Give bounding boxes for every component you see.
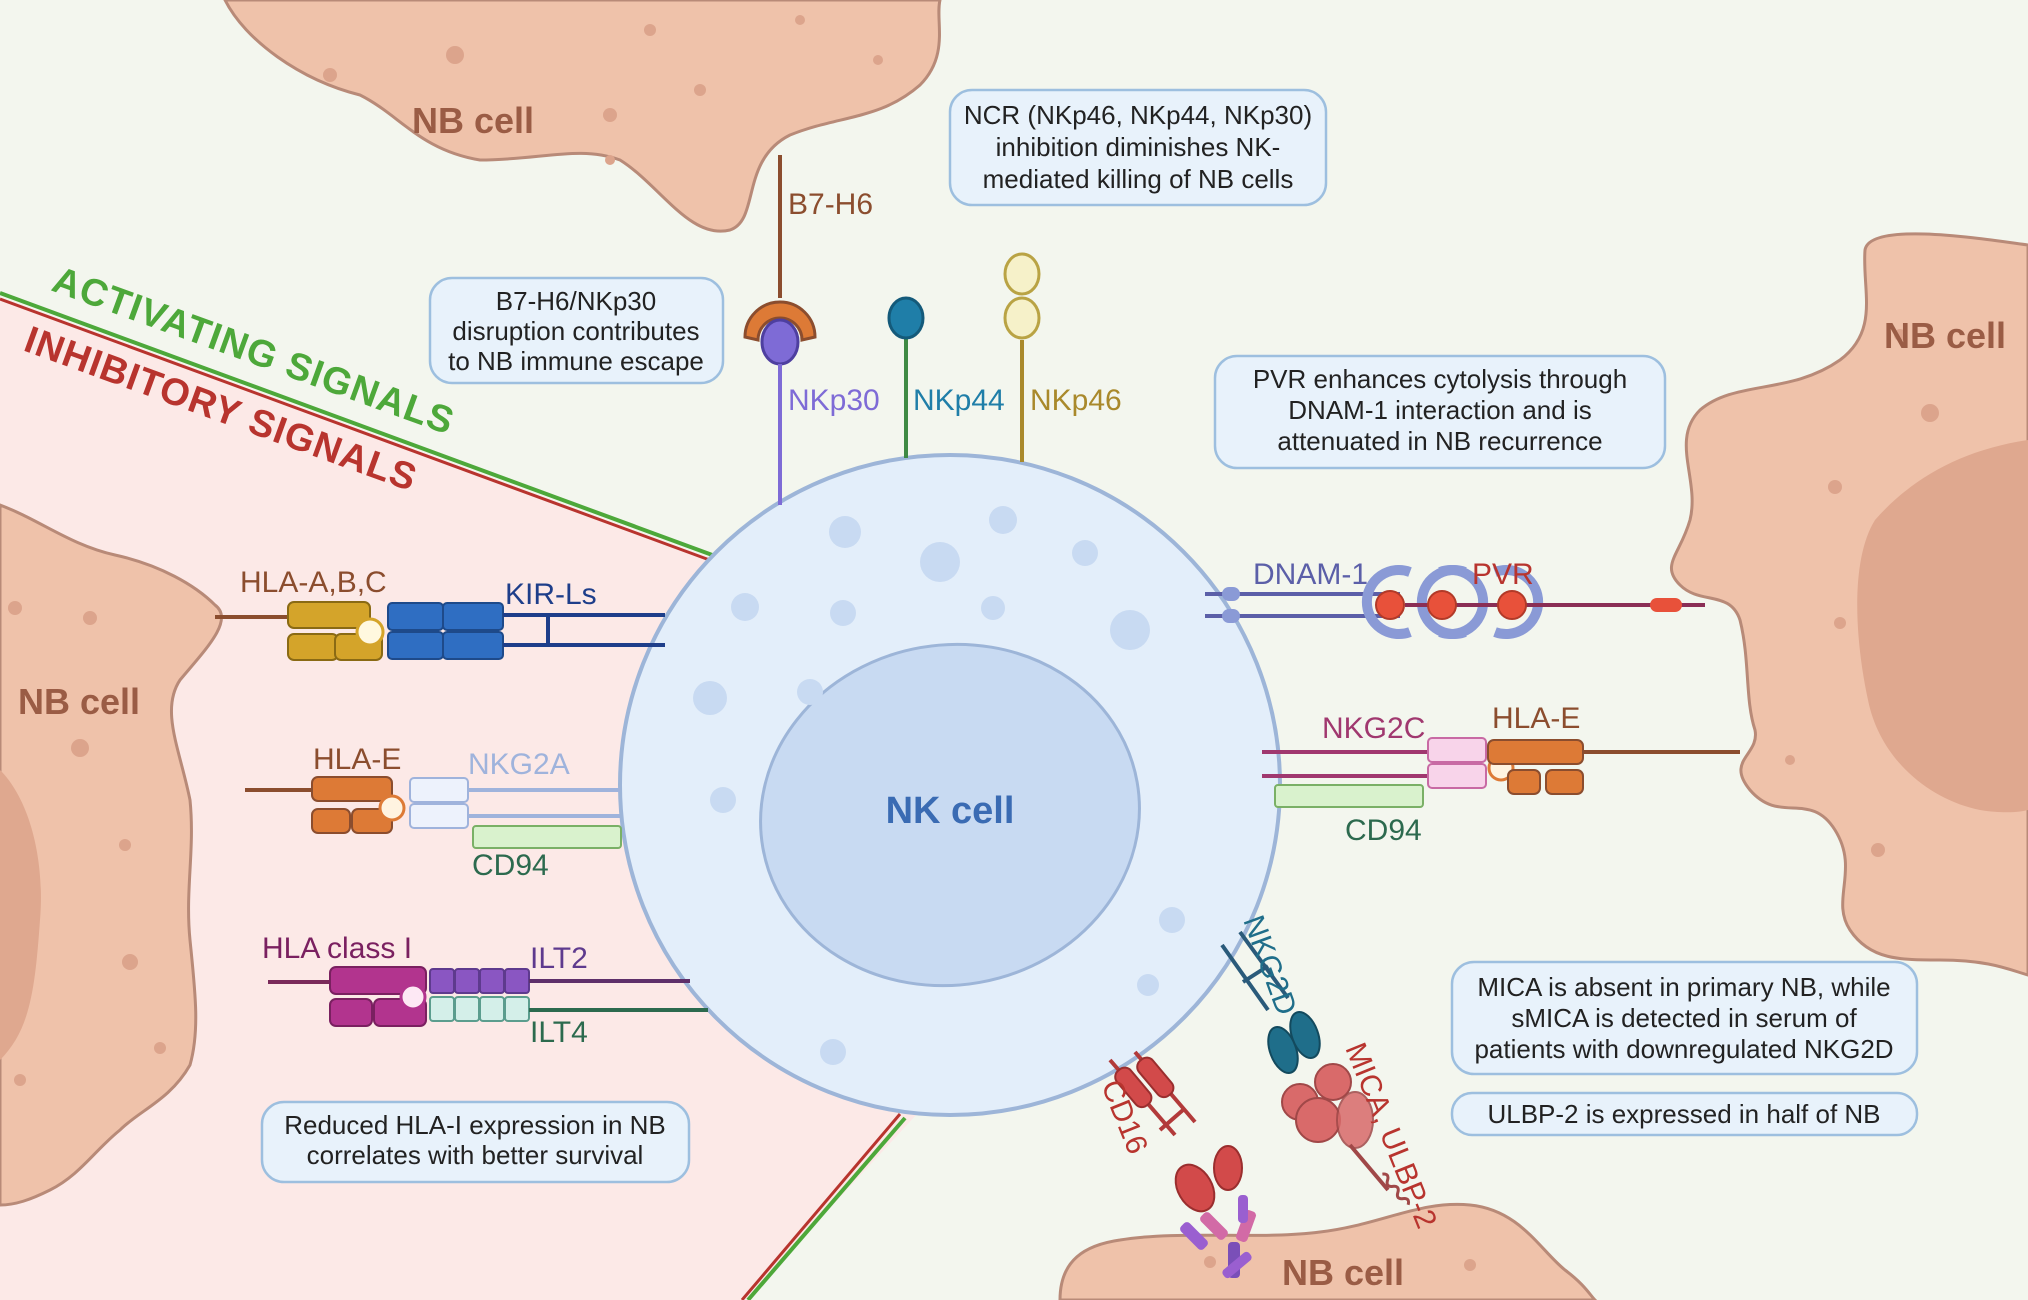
ulbp-note-line-1: ULBP-2 is expressed in half of NB [1487,1099,1880,1129]
hla-class-i-ilt-pair: HLA class I ILT2 ILT4 [262,932,708,1049]
nkp44-receptor: NKp44 [887,296,1005,458]
activating-boundary-line [0,291,716,558]
b7h6-nkp30-pair: B7-H6 NKp30 [743,155,880,505]
nkg2a-label: NKG2A [468,748,570,781]
nkg2d-mica-pair: NKG2D MICA, ULBP-2 [1220,911,1443,1233]
nb-cell-bottom: NB cell [1058,1202,1598,1300]
mica-note-line-2: sMICA is detected in serum of [1511,1003,1857,1033]
nb-cell-left: NB cell [0,503,223,1207]
ulbp-note-box: ULBP-2 is expressed in half of NB [1450,1091,1919,1137]
dnam1-pvr-pair: DNAM-1 PVR [1205,558,1705,639]
ncr-note-line-2: inhibition diminishes NK- [996,132,1281,162]
hla-e-right-label: HLA-E [1492,702,1580,735]
cd16-antibody-pair: CD16 [1095,1050,1256,1279]
nkg2c-label: NKG2C [1322,712,1425,745]
mica-note-line-1: MICA is absent in primary NB, while [1477,972,1890,1002]
hla-note-box: Reduced HLA-I expression in NB correlate… [260,1100,691,1184]
b7h6-note-box: B7-H6/NKp30 disruption contributes to NB… [428,276,725,385]
pvr-note-line-2: DNAM-1 interaction and is [1288,395,1591,425]
nkg2c-hla-e-pair: NKG2C HLA-E CD94 [1262,702,1740,847]
hla-e-left-label: HLA-E [313,743,401,776]
cd94-left-label: CD94 [472,849,549,882]
ncr-note-line-3: mediated killing of NB cells [983,164,1294,194]
nkp30-label: NKp30 [788,384,880,417]
nkp46-label: NKp46 [1030,384,1122,417]
nkg2d-label: NKG2D [1236,911,1302,1019]
ilt2-label: ILT2 [530,942,588,975]
ilt4-label: ILT4 [530,1016,588,1049]
pvr-note-line-1: PVR enhances cytolysis through [1253,364,1627,394]
nk-cell: NK cell [618,453,1282,1117]
nb-cell-left-label: NB cell [18,681,140,722]
nb-cell-right-label: NB cell [1884,315,2006,356]
nkp46-receptor: NKp46 [1003,252,1122,462]
mica-note-line-3: patients with downregulated NKG2D [1474,1034,1893,1064]
nb-cell-top: NB cell [223,0,942,233]
inhibitory-lower-boundary-green [746,1116,907,1300]
hla-abc-label: HLA-A,B,C [240,566,387,599]
b7h6-note-line-3: to NB immune escape [448,346,704,376]
ncr-note-box: NCR (NKp46, NKp44, NKp30) inhibition dim… [948,88,1328,207]
cd94-right-label: CD94 [1345,814,1422,847]
hla-note-line-2: correlates with better survival [307,1140,644,1170]
nkp44-label: NKp44 [913,384,1005,417]
hla-abc-kir-pair: HLA-A,B,C KIR-Ls [215,566,665,661]
nk-cell-label: NK cell [886,790,1015,832]
pvr-note-line-3: attenuated in NB recurrence [1277,426,1602,456]
b7h6-label: B7-H6 [788,188,873,221]
b7h6-note-line-1: B7-H6/NKp30 [496,286,656,316]
nb-cell-bottom-label: NB cell [1282,1252,1404,1293]
hla-e-nkg2a-cd94-pair: HLA-E NKG2A CD94 [245,743,622,882]
inhibitory-lower-boundary-red [740,1113,902,1300]
hla-class-i-label: HLA class I [262,932,412,965]
hla-note-line-1: Reduced HLA-I expression in NB [284,1110,666,1140]
pvr-note-box: PVR enhances cytolysis through DNAM-1 in… [1213,354,1667,470]
nb-cell-top-label: NB cell [412,100,534,141]
nb-cell-right: NB cell [1669,232,2028,977]
b7h6-note-line-2: disruption contributes [452,316,699,346]
inhibitory-boundary-line [0,297,716,564]
dnam1-label: DNAM-1 [1253,558,1368,591]
kir-ls-label: KIR-Ls [505,578,597,611]
mica-note-box: MICA is absent in primary NB, while sMIC… [1450,960,1919,1076]
pvr-label: PVR [1472,558,1534,591]
ncr-note-line-1: NCR (NKp46, NKp44, NKp30) [964,100,1312,130]
